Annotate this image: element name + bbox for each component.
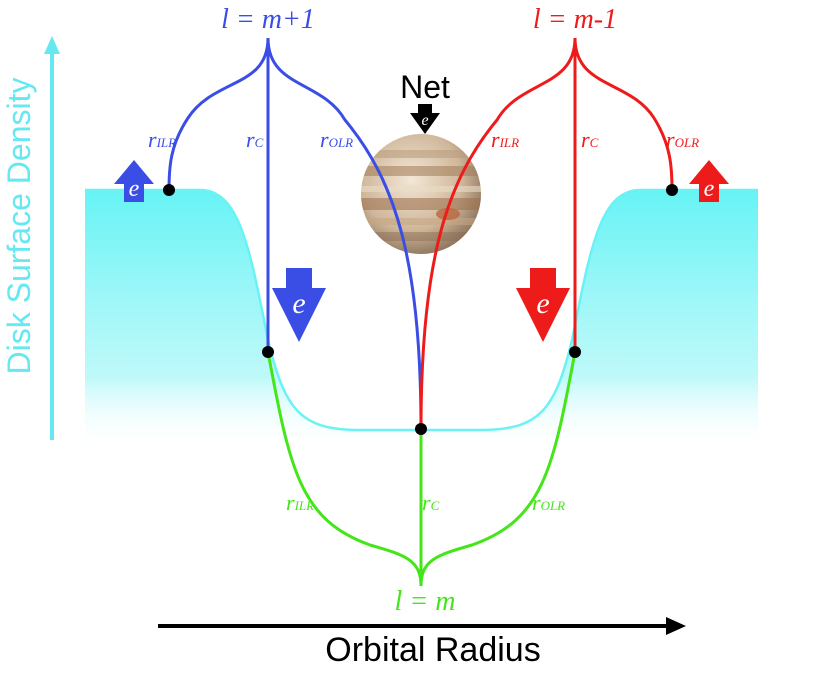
red-down-arrow-icon [516, 268, 570, 342]
red-mode-label: l = m-1 [533, 4, 617, 35]
blue-mode-label: l = m+1 [221, 4, 315, 35]
blue-corotation-dot [262, 346, 274, 358]
net-arrow-symbol: e [421, 112, 428, 129]
x-axis-arrow [158, 617, 686, 635]
blue-down-arrow-symbol: e [292, 287, 305, 320]
red-up-arrow-symbol: e [704, 176, 715, 202]
blue-up-arrow-icon [114, 160, 154, 202]
red-mode-curves [419, 37, 674, 430]
red-c-label: rC [581, 127, 599, 152]
red-olr-dot [666, 184, 678, 196]
blue-up-arrow-symbol: e [129, 176, 140, 202]
blue-olr-label: rOLR [320, 127, 353, 152]
net-label: Net [400, 69, 450, 105]
red-olr-label: rOLR [666, 127, 699, 152]
planet-image [361, 134, 481, 254]
green-mode-label: l = m [395, 586, 456, 617]
red-up-arrow-icon [689, 160, 729, 202]
net-arrow-down-icon [410, 104, 440, 134]
green-olr-label: rOLR [532, 490, 565, 515]
y-axis-arrow [44, 36, 60, 440]
blue-down-arrow-icon [272, 268, 326, 342]
red-ilr-label: rILR [491, 127, 519, 152]
blue-ilr-dot [163, 184, 175, 196]
red-down-arrow-symbol: e [536, 287, 549, 320]
red-corotation-dot [569, 346, 581, 358]
blue-ilr-label: rILR [148, 127, 176, 152]
blue-c-label: rC [246, 127, 264, 152]
blue-mode-curves [167, 37, 423, 430]
planet-orbit-dot [415, 423, 427, 435]
green-mode-curves [266, 351, 577, 587]
green-ilr-label: rILR [286, 490, 314, 515]
x-axis-label: Orbital Radius [325, 631, 540, 669]
disk-density-profile [85, 190, 758, 450]
y-axis-label: Disk Surface Density [1, 78, 37, 375]
green-c-label: rC [422, 490, 440, 515]
